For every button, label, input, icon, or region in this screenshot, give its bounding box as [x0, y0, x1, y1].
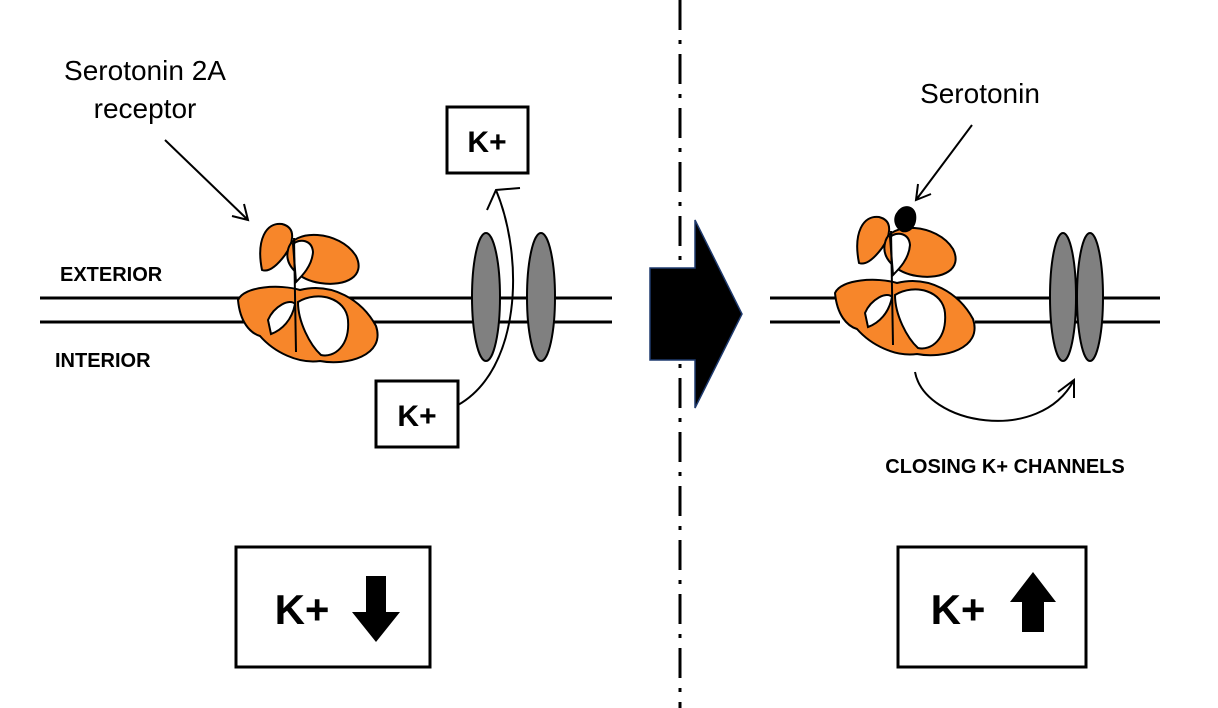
serotonin-label: Serotonin	[920, 78, 1040, 109]
k-result-box-left	[234, 545, 432, 669]
transition-arrow-icon	[649, 219, 743, 409]
k-exterior-label: K+	[467, 126, 506, 159]
serotonin-molecule	[894, 206, 917, 233]
arrow-down-icon	[352, 576, 400, 642]
k-channel-closed-left	[1049, 232, 1077, 362]
receptor-pointer-arrow	[164, 139, 250, 222]
k-channel-closed-right	[1076, 232, 1104, 362]
k-channel-right	[526, 232, 556, 362]
k-efflux-arrow	[457, 187, 521, 406]
k-channel-left	[471, 232, 501, 362]
serotonin-2a-receptor	[237, 222, 379, 364]
k-result-label-right: K+	[931, 586, 986, 633]
k-interior-label: K+	[397, 400, 436, 433]
k-result-label-left: K+	[275, 586, 330, 633]
k-exterior-box	[445, 105, 530, 175]
k-result-box-right	[896, 545, 1088, 669]
closing-signal-arrow	[914, 371, 1075, 422]
left-panel: Serotonin 2A receptor EXTERIOR INTERIOR …	[40, 55, 612, 669]
interior-label: INTERIOR	[55, 350, 151, 372]
receptor-label-line2: receptor	[94, 93, 197, 124]
arrow-up-icon	[1010, 572, 1056, 632]
right-panel: Serotonin CLOSING K+ CHANNELS K+	[770, 78, 1160, 669]
receptor-label-line1: Serotonin 2A	[64, 55, 226, 86]
k-interior-box	[374, 379, 460, 449]
serotonin-pointer-arrow	[914, 124, 973, 202]
closing-k-channels-label: CLOSING K+ CHANNELS	[885, 456, 1124, 478]
exterior-label: EXTERIOR	[60, 264, 163, 286]
serotonin-2a-receptor-bound	[834, 215, 976, 357]
